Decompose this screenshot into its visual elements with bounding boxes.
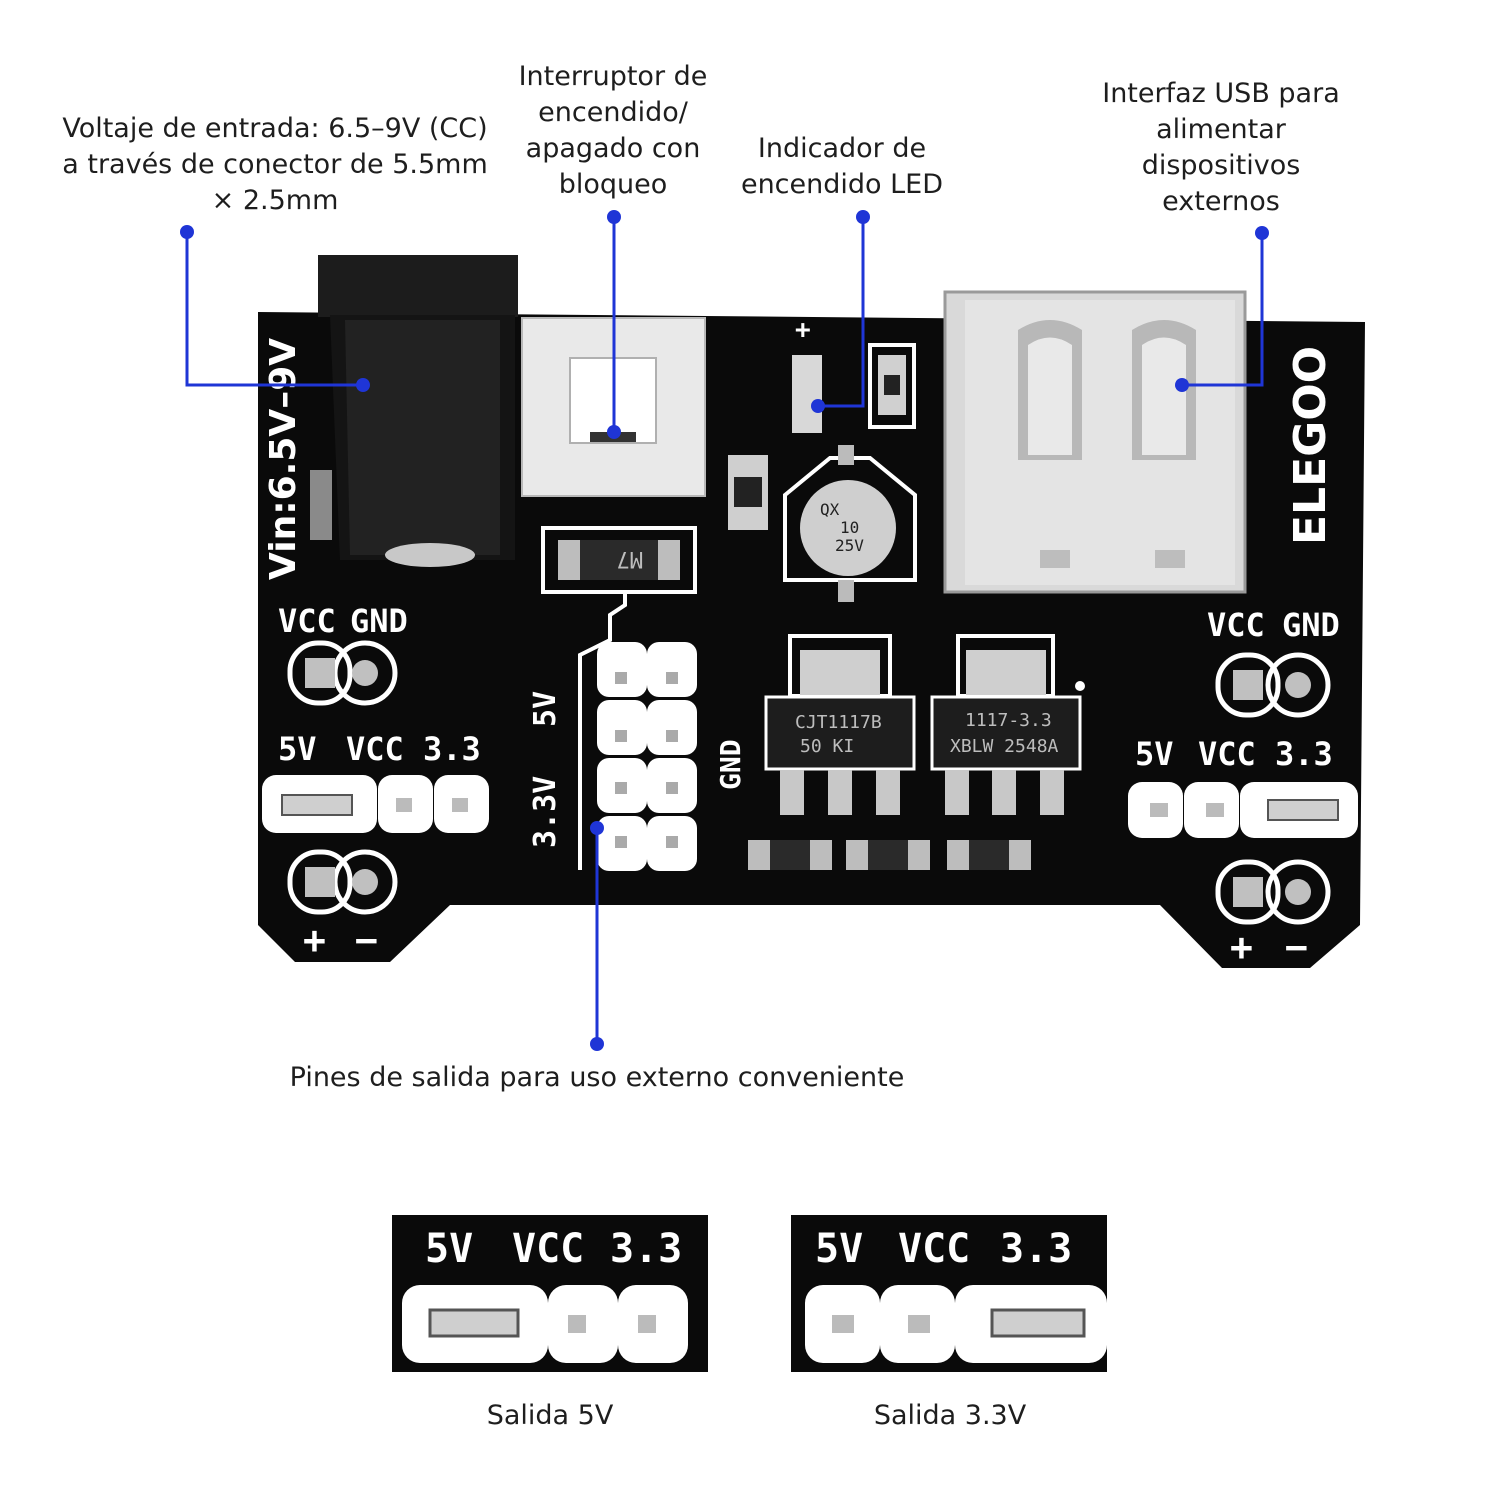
right-jumper-vcc: VCC xyxy=(1198,735,1256,773)
dot-pins-start xyxy=(590,821,604,835)
callout-dots xyxy=(180,210,1269,1051)
callout-switch-line1: Interruptor de xyxy=(518,61,708,92)
dot-input-voltage-top xyxy=(180,225,194,239)
reg2-line2: XBLW 2548A xyxy=(950,736,1059,757)
header-5v-label: 5V xyxy=(528,691,563,727)
brand-label: ELEGOO xyxy=(1285,346,1336,545)
led-plus-label: + xyxy=(795,315,811,345)
header-gnd-label: GND xyxy=(714,739,747,790)
right-vcc-gnd-terminal: VCC GND xyxy=(1207,606,1340,718)
diode-m7: M7 xyxy=(541,526,697,594)
dot-switch-top xyxy=(607,210,621,224)
callout-switch-line4: bloqueo xyxy=(558,169,668,200)
callout-led-line1: Indicador de xyxy=(757,133,927,164)
callout-led-indicator: Indicador de encendido LED xyxy=(722,131,962,203)
cap-label-2: 10 xyxy=(840,518,859,537)
left-gnd-label: GND xyxy=(350,602,408,640)
right-minus-label: − xyxy=(1285,925,1308,969)
electrolytic-capacitor: QX 10 25V xyxy=(783,445,917,602)
left-jumper-33: 3.3 xyxy=(423,730,481,768)
left-jumper: 5V VCC 3.3 xyxy=(262,730,489,833)
right-jumper-5v: 5V xyxy=(1135,735,1174,773)
vin-label: Vin:6.5V–9V xyxy=(263,338,304,580)
usb-port xyxy=(943,290,1247,594)
left-power-terminal: + − xyxy=(287,849,398,962)
callout-input-voltage-line2: a través de conector de 5.5mm xyxy=(62,149,488,180)
leader-usb xyxy=(1182,233,1264,387)
voltage-regulator-3v3: 1117-3.3 XBLW 2548A xyxy=(930,634,1085,815)
reg1-line1: CJT1117B xyxy=(795,712,882,733)
dot-led-top xyxy=(856,210,870,224)
power-led: + xyxy=(792,315,916,433)
diode-label: M7 xyxy=(617,546,644,571)
dot-input-voltage-end xyxy=(356,378,370,392)
right-power-terminal: + − xyxy=(1215,859,1331,969)
reg2-line1: 1117-3.3 xyxy=(965,710,1052,731)
reg1-line2: 50 KI xyxy=(800,736,854,757)
voltage-regulator-5v: CJT1117B 50 KI xyxy=(764,634,916,815)
callout-usb-line2: alimentar xyxy=(1156,114,1286,145)
callout-input-voltage-line1: Voltaje de entrada: 6.5–9V (CC) xyxy=(62,113,488,144)
dot-usb-top xyxy=(1255,226,1269,240)
right-gnd-label: GND xyxy=(1282,606,1340,644)
callout-usb-line3: dispositivos xyxy=(1141,150,1301,181)
left-jumper-vcc: VCC xyxy=(346,730,404,768)
left-jumper-5v: 5V xyxy=(278,730,317,768)
left-minus-label: − xyxy=(355,918,378,962)
caption-5v-output: Salida 5V xyxy=(486,1400,614,1431)
callout-input-voltage: Voltaje de entrada: 6.5–9V (CC) a través… xyxy=(30,111,520,219)
callout-output-pins: Pines de salida para uso externo conveni… xyxy=(262,1060,932,1096)
callout-output-pins-text: Pines de salida para uso externo conveni… xyxy=(289,1062,905,1093)
dot-usb-end xyxy=(1175,378,1189,392)
right-jumper-33: 3.3 xyxy=(1275,735,1333,773)
callout-input-voltage-line3: × 2.5mm xyxy=(211,185,339,216)
smd-capacitors-row xyxy=(748,840,1031,870)
dot-switch-end xyxy=(607,425,621,439)
cap-label-3: 25V xyxy=(835,536,864,555)
pcb-board: M7 + QX 10 25V xyxy=(258,255,1365,969)
inset5-label-5v: 5V xyxy=(425,1226,473,1272)
right-plus-label: + xyxy=(1230,925,1253,969)
callout-power-switch: Interruptor de encendido/ apagado con bl… xyxy=(500,59,726,203)
leader-input-voltage xyxy=(185,232,363,387)
smd-resistor xyxy=(728,455,768,530)
inset33-label-33: 3.3 xyxy=(1000,1226,1072,1272)
dc-barrel-jack xyxy=(310,255,518,567)
leader-led xyxy=(818,217,865,408)
dot-led-end xyxy=(811,399,825,413)
callout-switch-line3: apagado con xyxy=(525,133,701,164)
caption-33v-output: Salida 3.3V xyxy=(873,1400,1027,1431)
output-pin-header: 5V 3.3V GND xyxy=(528,592,747,871)
right-vcc-label: VCC xyxy=(1207,606,1265,644)
inset33-label-vcc: VCC xyxy=(898,1226,970,1272)
callout-usb-interface: Interfaz USB para alimentar dispositivos… xyxy=(1090,76,1352,220)
inset5-label-vcc: VCC xyxy=(512,1226,584,1272)
inset5-label-33: 3.3 xyxy=(610,1226,682,1272)
header-33v-label: 3.3V xyxy=(528,776,563,848)
callout-usb-line4: externos xyxy=(1162,186,1280,217)
left-vcc-gnd-terminal: VCC GND xyxy=(278,602,408,706)
callout-switch-line2: encendido/ xyxy=(538,97,688,128)
callout-led-line2: encendido LED xyxy=(740,169,944,200)
dot-pins-end xyxy=(590,1037,604,1051)
left-plus-label: + xyxy=(303,918,326,962)
inset-33v-output: 5V VCC 3.3 xyxy=(791,1215,1107,1372)
cap-label-1: QX xyxy=(820,500,840,519)
inset33-label-5v: 5V xyxy=(815,1226,863,1272)
left-vcc-label: VCC xyxy=(278,602,336,640)
right-jumper: 5V VCC 3.3 xyxy=(1128,735,1358,838)
callout-leaders xyxy=(185,217,1264,1044)
inset-5v-output: 5V VCC 3.3 xyxy=(392,1215,708,1372)
callout-usb-line1: Interfaz USB para xyxy=(1102,78,1340,109)
